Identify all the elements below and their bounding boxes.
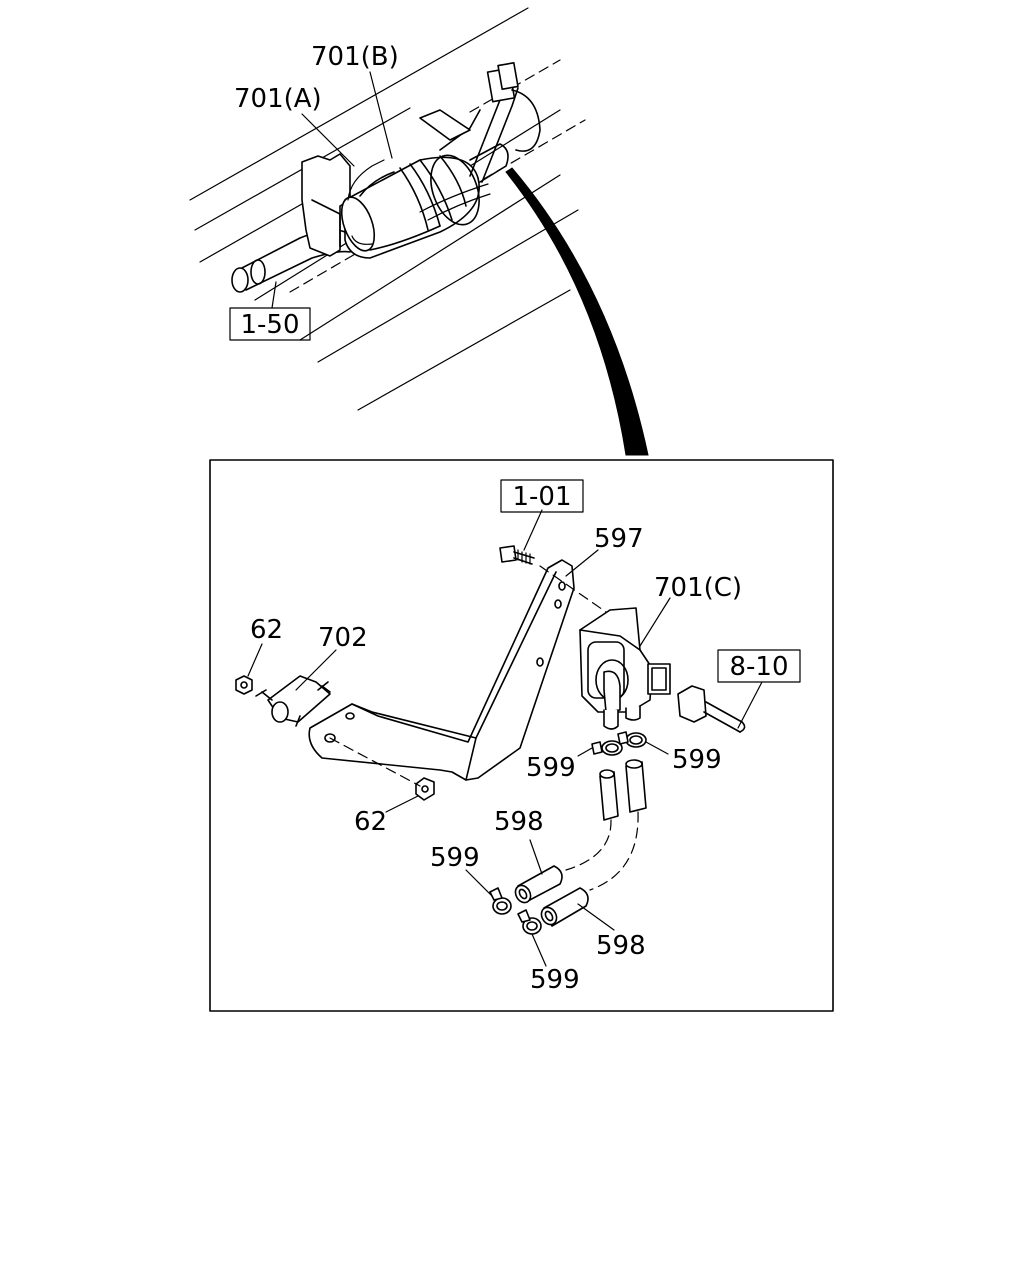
dpf-assembly xyxy=(340,143,509,259)
callout-8-10-text: 8-10 xyxy=(729,652,788,682)
bolt-axis-line xyxy=(539,565,607,613)
connector-8-10 xyxy=(677,681,763,733)
leader-702 xyxy=(295,649,337,691)
clamp-599-upper-left xyxy=(577,740,623,757)
hose-598-vertical xyxy=(565,759,647,891)
clamp-599-upper-right xyxy=(617,731,669,755)
pressure-sensor-top xyxy=(486,61,541,152)
nut-62-bottom xyxy=(329,737,435,813)
pressure-sensor-701c xyxy=(579,607,671,730)
callout-1-01-text: 1-01 xyxy=(512,482,571,512)
callout-701b[interactable]: 701(B) xyxy=(311,42,399,72)
callout-701c[interactable]: 701(C) xyxy=(654,573,742,603)
frame-rails xyxy=(189,7,586,411)
callout-599-c[interactable]: 599 xyxy=(430,843,480,873)
callout-1-01[interactable]: 1-01 xyxy=(500,479,584,513)
detail-pointer-arrow xyxy=(505,167,649,456)
detail-box xyxy=(209,459,834,1012)
callout-599-a[interactable]: 599 xyxy=(526,753,576,783)
callout-702[interactable]: 702 xyxy=(318,623,368,653)
grommet-702 xyxy=(255,675,331,727)
hose-598-a xyxy=(514,839,563,904)
top-leaders xyxy=(271,71,393,309)
callout-701a[interactable]: 701(A) xyxy=(234,84,322,114)
callout-62-bottom[interactable]: 62 xyxy=(354,807,387,837)
callout-598-a[interactable]: 598 xyxy=(494,807,544,837)
clamp-599-lower-b xyxy=(517,909,547,967)
callout-62-top[interactable]: 62 xyxy=(250,615,283,645)
clamp-599-lower-a xyxy=(465,869,512,915)
callout-1-50-text: 1-50 xyxy=(240,310,299,340)
leader-701c xyxy=(639,597,671,647)
hanger-bracket xyxy=(301,153,351,257)
bolt-1-01 xyxy=(499,545,535,565)
bracket-597 xyxy=(308,559,575,781)
callout-1-50[interactable]: 1-50 xyxy=(229,307,311,341)
callout-599-b[interactable]: 599 xyxy=(672,745,722,775)
hose-598-b xyxy=(540,887,615,931)
callout-597[interactable]: 597 xyxy=(594,524,644,554)
callout-8-10[interactable]: 8-10 xyxy=(717,649,801,683)
leader-1-01 xyxy=(523,509,543,551)
callout-598-b[interactable]: 598 xyxy=(596,931,646,961)
callout-599-d[interactable]: 599 xyxy=(530,965,580,995)
nut-62-top xyxy=(235,643,263,695)
leader-597 xyxy=(565,549,599,577)
